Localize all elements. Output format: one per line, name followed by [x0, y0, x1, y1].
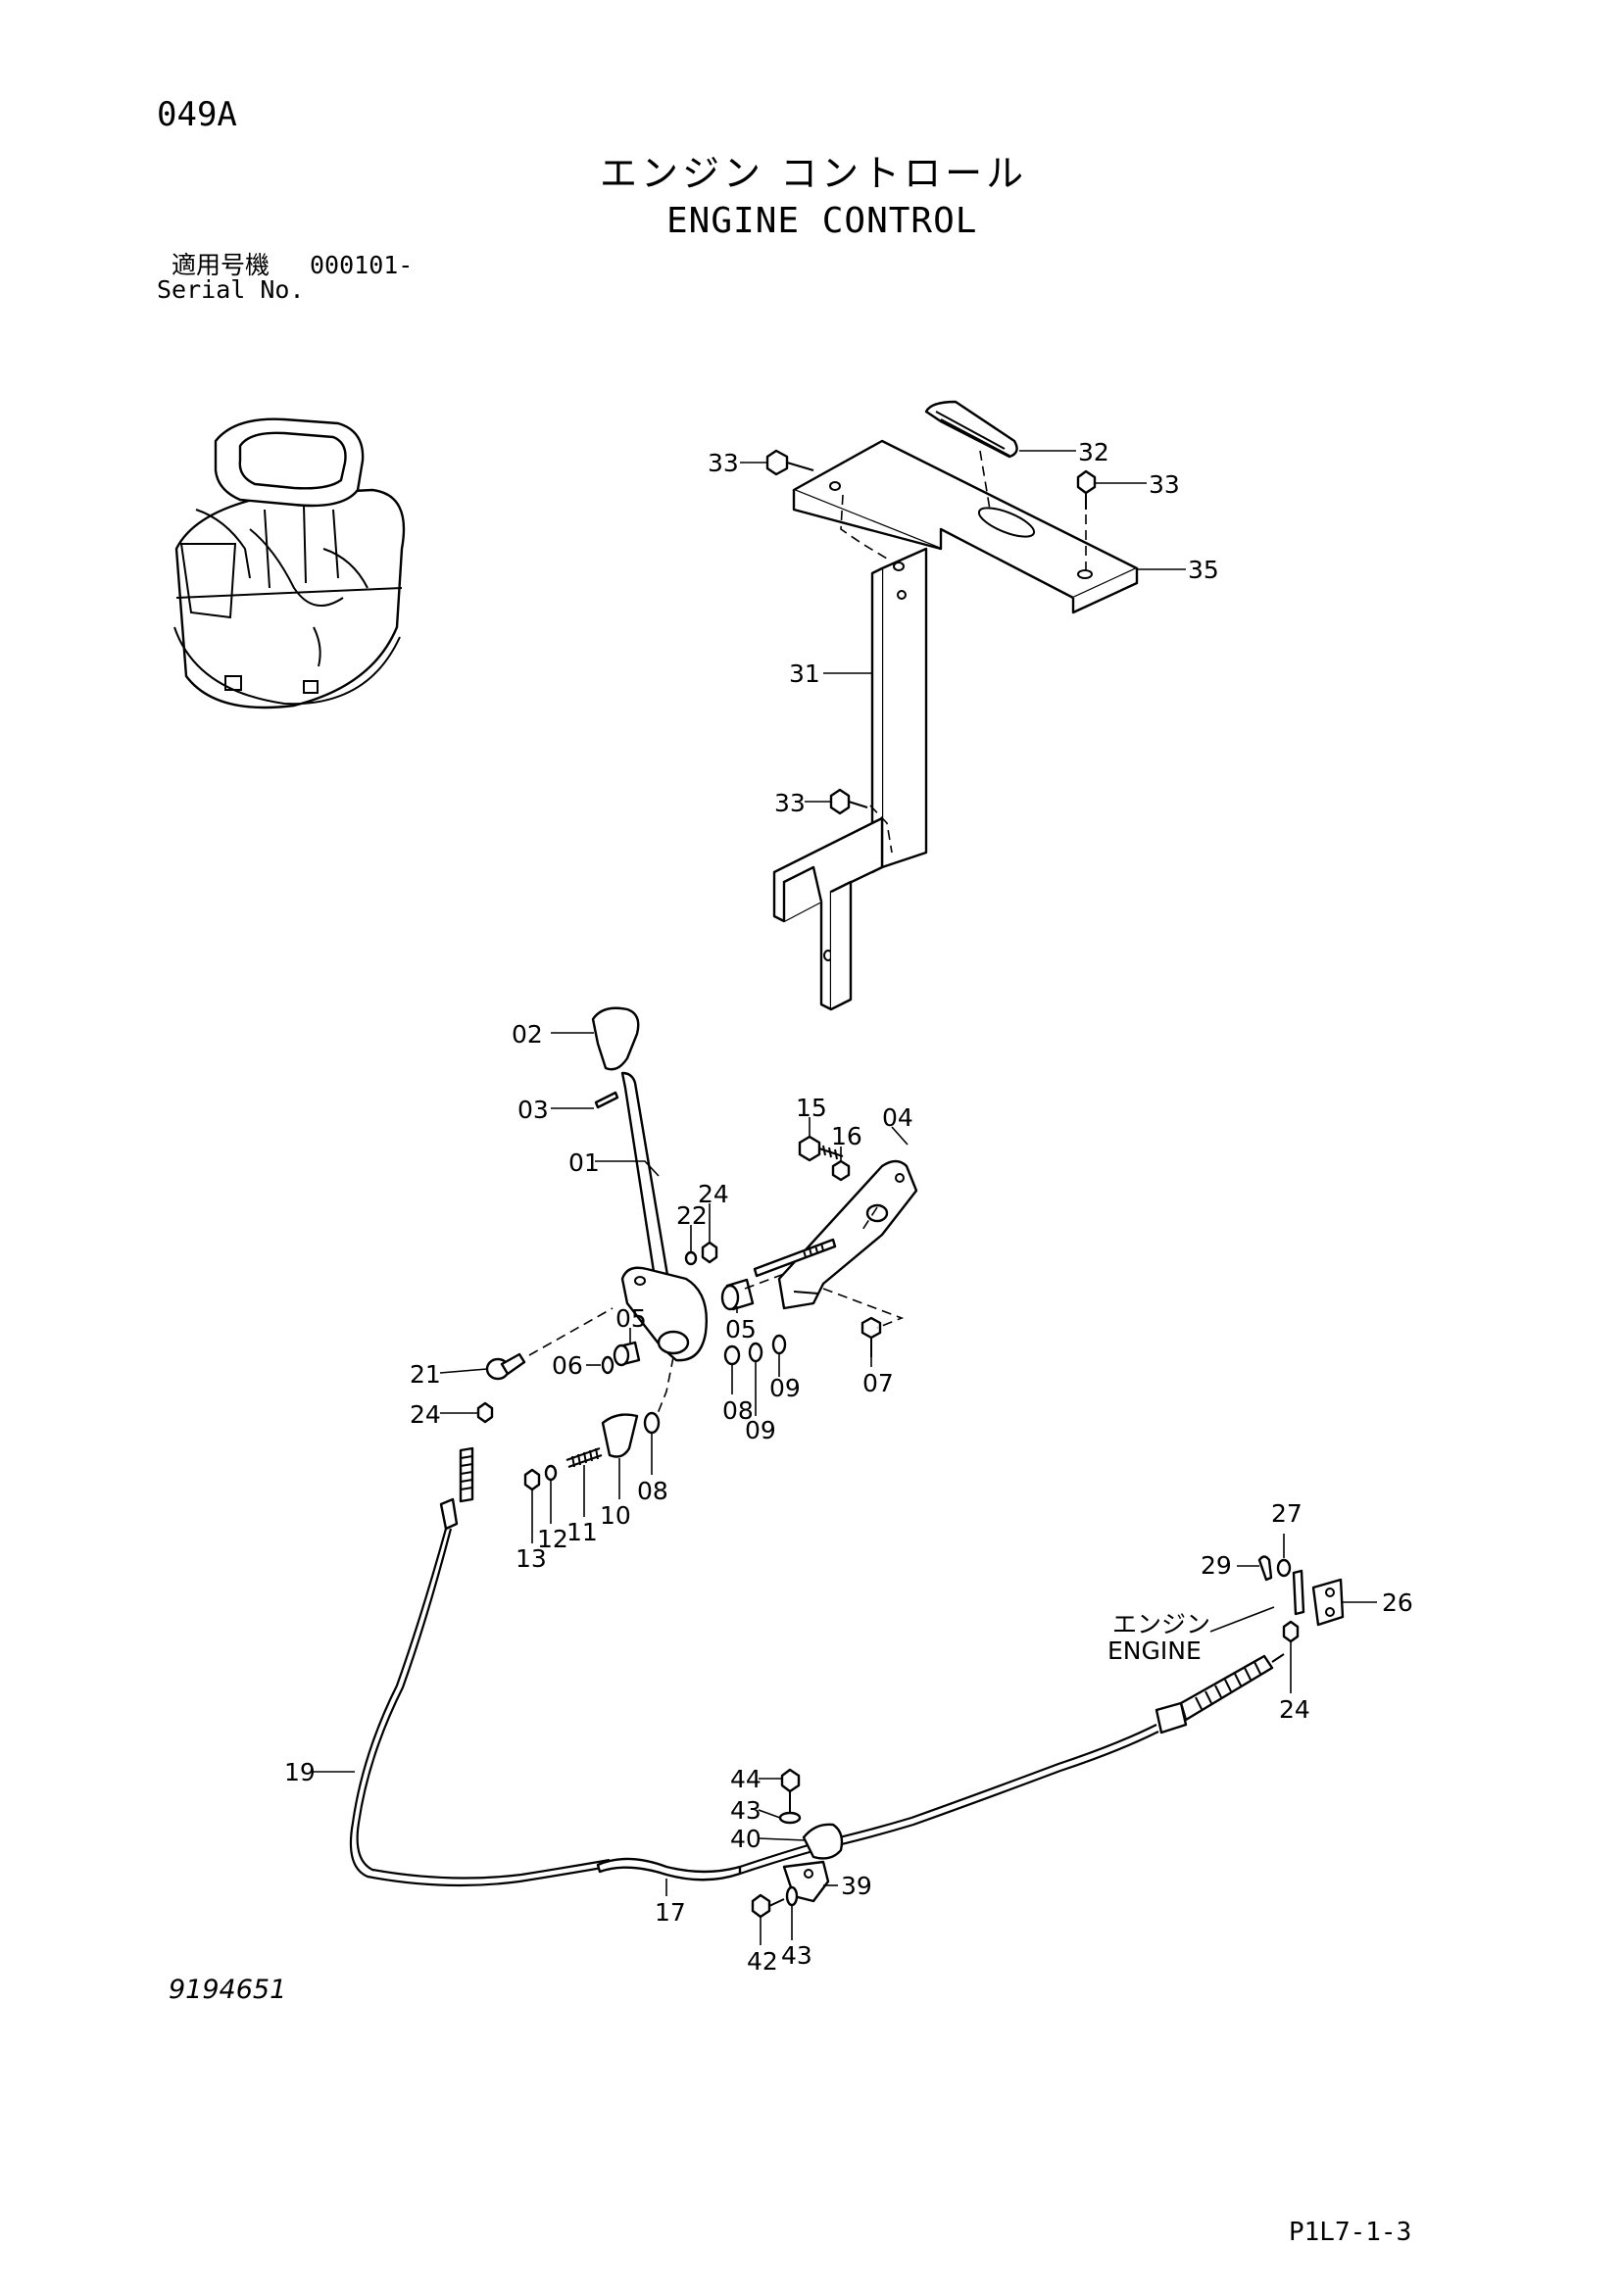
nut-24-left — [476, 1401, 494, 1424]
callout-05-left: 05 — [615, 1304, 647, 1333]
callout-29: 29 — [1201, 1551, 1232, 1580]
washer-08-lower — [643, 1411, 661, 1435]
callout-21: 21 — [410, 1360, 441, 1389]
title-english: ENGINE CONTROL — [666, 201, 978, 241]
sleeve-17 — [596, 1857, 742, 1881]
ball-joint-21 — [485, 1352, 526, 1381]
callout-44: 44 — [730, 1765, 762, 1793]
callout-11: 11 — [566, 1518, 598, 1546]
drawing-number: 9194651 — [169, 1975, 287, 2005]
washer-09-b — [771, 1334, 787, 1355]
grommet-32 — [924, 400, 1018, 459]
bracket-26 — [1311, 1578, 1345, 1627]
washer-12 — [544, 1464, 558, 1482]
bolt-44 — [780, 1768, 801, 1813]
nut-13 — [523, 1468, 541, 1491]
callout-01: 01 — [568, 1148, 600, 1177]
bolt-07 — [860, 1316, 882, 1357]
callout-39: 39 — [841, 1872, 872, 1900]
clamp-40 — [802, 1823, 844, 1860]
callout-24-upper: 24 — [698, 1180, 729, 1208]
callout-24-right: 24 — [1279, 1695, 1310, 1724]
spring-11 — [565, 1447, 603, 1468]
lever-assembly — [439, 1006, 918, 1543]
knob-02 — [591, 1006, 640, 1071]
bolt-33-left — [765, 449, 814, 476]
callout-08-upper: 08 — [722, 1396, 754, 1425]
callout-labels: 33 32 33 35 31 33 02 03 01 15 16 04 24 2… — [284, 438, 1413, 1976]
callout-09-right: 09 — [769, 1374, 801, 1402]
callout-17: 17 — [655, 1898, 686, 1927]
washer-09-a — [748, 1342, 763, 1363]
nut-16 — [831, 1159, 851, 1182]
washer-43-upper — [778, 1811, 802, 1825]
engine-label-english: ENGINE — [1107, 1637, 1202, 1665]
callout-12: 12 — [537, 1525, 568, 1553]
nut-24-right — [1282, 1620, 1300, 1643]
callout-07: 07 — [862, 1369, 894, 1397]
bolt-33-lower — [829, 788, 868, 815]
serial-number: 000101- — [310, 251, 414, 279]
washer-43-lower — [785, 1885, 799, 1907]
sheet-code: 049A — [157, 95, 237, 134]
bolt-33-right — [1076, 469, 1097, 510]
cable-19 — [349, 1528, 609, 1887]
stop-plate-10 — [601, 1413, 639, 1458]
callout-33-left: 33 — [708, 449, 739, 477]
callout-33-right: 33 — [1149, 470, 1180, 499]
serial-label-japanese: 適用号機 — [172, 251, 270, 279]
callout-35: 35 — [1188, 556, 1219, 584]
washer-22 — [684, 1250, 698, 1266]
callout-26: 26 — [1382, 1588, 1413, 1617]
callout-33-lower: 33 — [774, 789, 806, 817]
washer-27 — [1276, 1558, 1292, 1578]
title-japanese: エンジン コントロール — [600, 152, 1028, 195]
callout-05-right: 05 — [725, 1315, 757, 1343]
callout-43-lower: 43 — [781, 1941, 812, 1970]
nut-24-upper — [701, 1241, 718, 1264]
callout-04: 04 — [882, 1103, 913, 1132]
callout-22: 22 — [676, 1201, 708, 1230]
callout-10: 10 — [600, 1501, 631, 1530]
bracket-04 — [777, 1159, 918, 1310]
bracket-assembly — [740, 400, 1186, 1011]
callout-19: 19 — [284, 1758, 316, 1786]
pin-03 — [594, 1091, 619, 1109]
washer-06 — [601, 1355, 614, 1375]
callout-06: 06 — [552, 1351, 583, 1380]
washer-08 — [723, 1344, 741, 1366]
page-reference: P1L7-1-3 — [1289, 2218, 1412, 2247]
callout-27: 27 — [1271, 1499, 1303, 1528]
callout-15: 15 — [796, 1094, 827, 1122]
engine-label-japanese: エンジン — [1112, 1610, 1210, 1638]
cotter-pin-29 — [1257, 1555, 1273, 1582]
cable-assembly — [314, 1446, 1377, 1945]
callout-08-lower: 08 — [637, 1477, 668, 1505]
callout-02: 02 — [512, 1020, 543, 1049]
callout-40: 40 — [730, 1825, 762, 1853]
callout-03: 03 — [517, 1096, 549, 1124]
callout-09-lower: 09 — [745, 1416, 776, 1444]
callout-32: 32 — [1078, 438, 1109, 466]
callout-13: 13 — [516, 1544, 547, 1573]
machine-overview-illustration — [173, 417, 406, 709]
bolt-42 — [751, 1893, 785, 1919]
callout-42: 42 — [747, 1947, 778, 1976]
callout-16: 16 — [831, 1122, 862, 1150]
serial-label-english: Serial No. — [157, 275, 305, 304]
callout-43-upper: 43 — [730, 1796, 762, 1825]
callout-24-left: 24 — [410, 1400, 441, 1429]
callout-31: 31 — [789, 659, 820, 688]
